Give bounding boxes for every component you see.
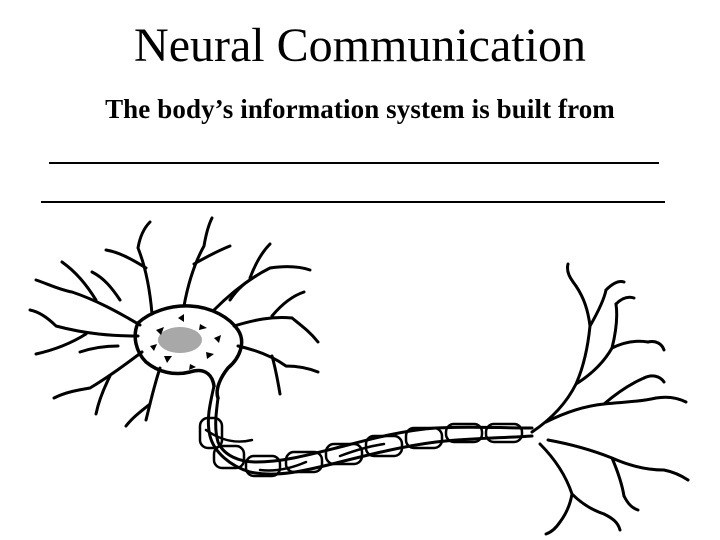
axon-terminals — [530, 262, 690, 536]
neuron-illustration — [0, 215, 720, 540]
fill-in-blank-line-1 — [49, 162, 659, 164]
nucleus — [158, 327, 202, 353]
organelle-marks — [150, 314, 221, 370]
dendrites — [28, 216, 320, 428]
cell-body — [133, 304, 244, 400]
myelin-sheath — [198, 416, 524, 478]
slide-subtitle: The body’s information system is built f… — [105, 94, 615, 124]
neuron-drawing — [28, 216, 690, 536]
fill-in-blank-line-2 — [41, 201, 665, 203]
axon — [206, 384, 534, 476]
slide-title: Neural Communication — [134, 19, 586, 72]
